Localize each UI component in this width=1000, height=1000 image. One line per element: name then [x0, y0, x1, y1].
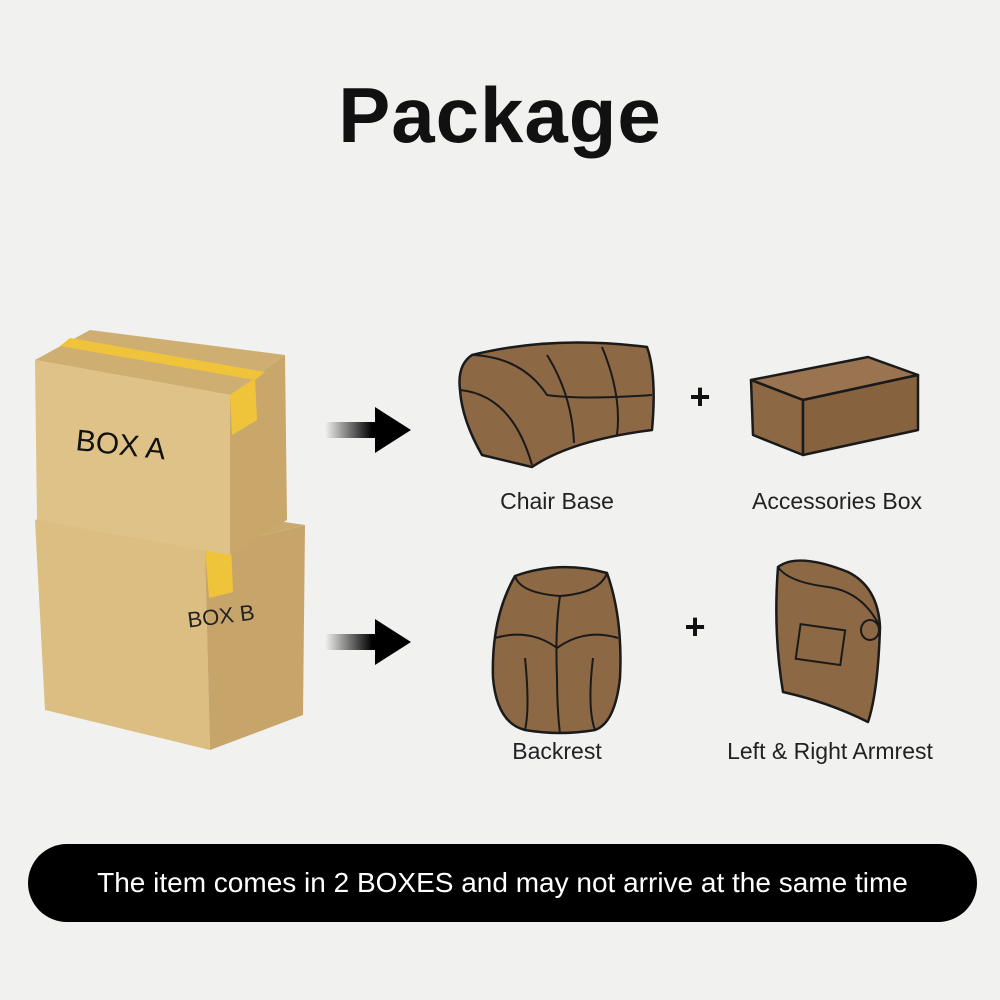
chair-base-icon [458, 341, 655, 469]
accessories-box-label: Accessories Box [751, 488, 922, 514]
armrest-icon [775, 559, 882, 724]
chair-base-label: Chair Base [500, 488, 614, 514]
accessories-box-icon [749, 355, 920, 457]
backrest-icon [491, 565, 622, 735]
arrow-right-icon [325, 407, 411, 453]
stacked-boxes-image: BOX B BOX A [35, 330, 305, 750]
armrest-label: Left & Right Armrest [727, 738, 933, 764]
backrest-label: Backrest [512, 738, 602, 764]
arrow-right-icon [325, 619, 411, 665]
plus-sign: + [689, 376, 711, 417]
shipping-notice-banner: The item comes in 2 BOXES and may not ar… [28, 844, 977, 922]
page-title: Package [338, 71, 662, 159]
plus-sign: + [684, 606, 706, 647]
box-a: BOX A [35, 330, 287, 555]
